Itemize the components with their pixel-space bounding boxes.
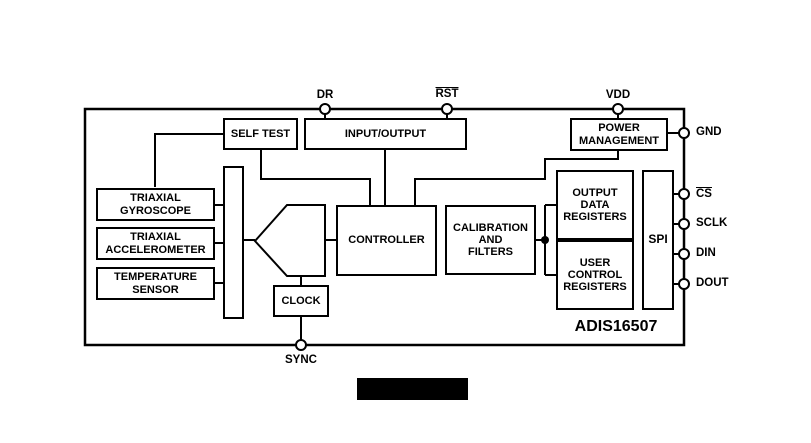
pin-label-vdd: VDD [605,89,631,101]
block-calibration-and-filters: CALIBRATION AND FILTERS [445,205,536,275]
junction-dot [541,236,549,244]
block-power-management: POWER MANAGEMENT [570,118,668,151]
block-input-output: INPUT/OUTPUT [304,118,467,150]
chip-name-label: ADIS16507 [574,318,658,335]
pin-label-din: DIN [696,247,716,259]
pin-circle-gnd [678,127,690,139]
block-controller: CONTROLLER [336,205,437,276]
pin-label-gnd: GND [696,126,722,138]
pin-label-dr: DR [316,89,334,101]
pin-label-sync: SYNC [285,354,317,366]
block-triaxial-gyroscope: TRIAXIAL GYROSCOPE [96,188,215,221]
pin-circle-sync [295,339,307,351]
pin-circle-din [678,248,690,260]
block-self-test: SELF TEST [223,118,298,150]
block-temperature-sensor: TEMPERATURE SENSOR [96,267,215,300]
block-spi: SPI [642,170,674,310]
block-output-data-registers: OUTPUT DATA REGISTERS [556,170,634,240]
wire-power-to-controller [414,150,619,205]
redacted-caption-bar [357,378,468,400]
pin-circle-dout [678,278,690,290]
pin-label-sclk: SCLK [696,217,728,229]
wire-selftest-to-controller [260,149,371,205]
block-clock: CLOCK [273,285,329,317]
pin-circle-dr [319,103,331,115]
pin-label-rst: RST [435,88,459,100]
pin-circle-sclk [678,218,690,230]
wire-selftest-to-gyro [154,133,224,187]
block-user-control-registers: USER CONTROL REGISTERS [556,240,634,310]
pin-label-dout: DOUT [696,277,729,289]
pin-circle-cs [678,188,690,200]
pin-label-cs: CS [696,188,712,200]
sensor-mux-bar [223,166,244,319]
mux-funnel-shape [253,204,326,277]
pin-circle-vdd [612,103,624,115]
block-triaxial-accelerometer: TRIAXIAL ACCELEROMETER [96,227,215,260]
pin-circle-rst [441,103,453,115]
